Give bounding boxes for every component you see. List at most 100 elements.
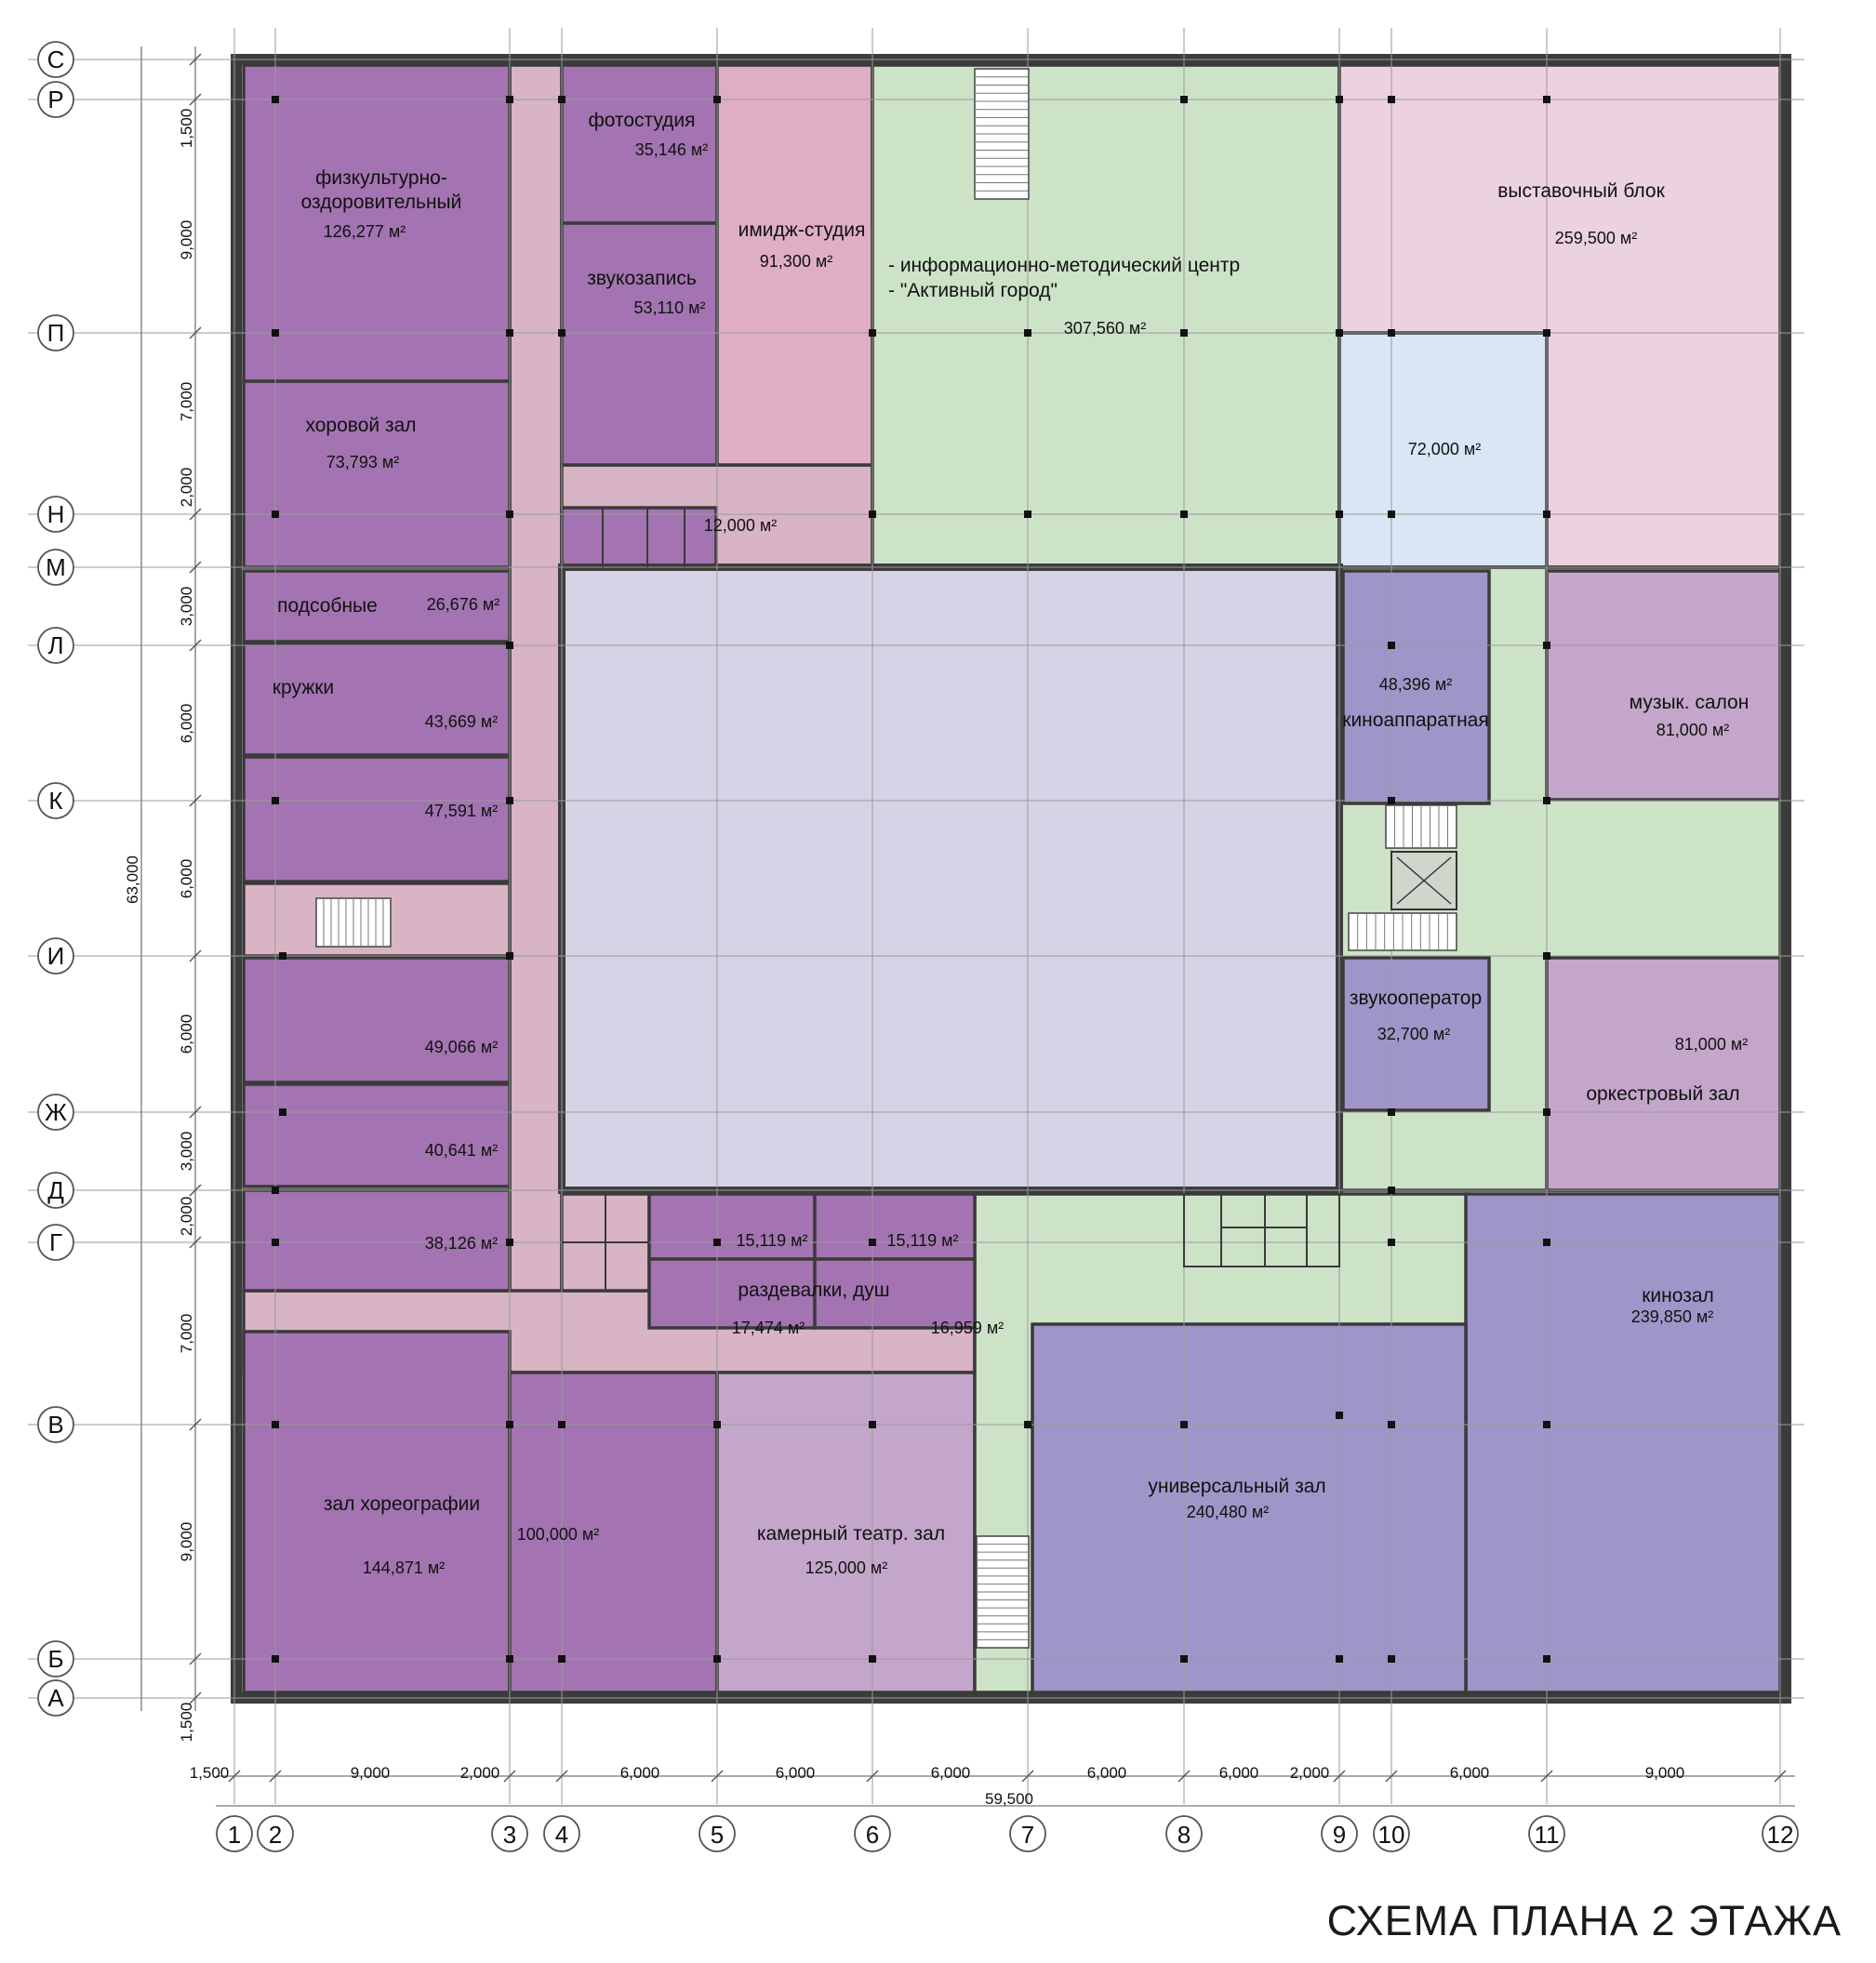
column-marker xyxy=(869,1239,876,1246)
room-orchestra xyxy=(1545,956,1782,1192)
column-marker xyxy=(1024,1421,1031,1428)
axis-label-x: 4 xyxy=(555,1821,568,1849)
axis-label-y: В xyxy=(47,1411,63,1439)
dim-label-x: 6,000 xyxy=(620,1764,660,1782)
dim-label-y: 9,000 xyxy=(178,1522,195,1562)
column-marker xyxy=(506,952,513,960)
grid-lines xyxy=(28,28,1804,1804)
room-music xyxy=(1545,569,1782,802)
room-choir xyxy=(242,379,512,569)
axis-bubble-y: Н xyxy=(37,496,74,533)
plan-title: СХЕМА ПЛАНА 2 ЭТАЖА xyxy=(1326,1897,1842,1944)
label-photo-area: 35,146 м² xyxy=(635,140,708,159)
dim-tick xyxy=(189,794,202,807)
label-utility-area: 26,676 м² xyxy=(427,595,499,614)
dim-tick xyxy=(866,1770,879,1783)
dim-label-y: 7,000 xyxy=(178,1314,195,1354)
column-marker xyxy=(506,96,513,103)
dim-label-y: 9,000 xyxy=(178,220,195,260)
room-fitness xyxy=(242,63,512,383)
column-marker xyxy=(1024,329,1031,337)
label-clubs-name1: кружки xyxy=(273,677,334,698)
column-marker xyxy=(1388,96,1395,103)
column-marker xyxy=(1336,329,1343,337)
label-change-a-area: 15,119 м² xyxy=(736,1231,807,1250)
dim-tick xyxy=(189,1236,202,1249)
dim-tick xyxy=(1021,1770,1034,1783)
axis-bubble-y: М xyxy=(37,549,74,586)
dim-tick xyxy=(189,93,202,106)
dim-tick xyxy=(189,326,202,339)
room-image xyxy=(715,63,874,467)
stair-left xyxy=(315,897,392,948)
axis-label-y: С xyxy=(47,46,65,73)
axis-bubble-y: Д xyxy=(37,1172,74,1209)
axis-label-x: 5 xyxy=(711,1821,724,1849)
column-marker xyxy=(1388,797,1395,804)
column-marker xyxy=(506,642,513,649)
column-marker xyxy=(1388,1187,1395,1194)
room-change-d xyxy=(813,1257,977,1330)
label-sound-rec-area: 53,110 м² xyxy=(633,298,705,317)
column-marker xyxy=(869,1655,876,1663)
axis-label-x: 6 xyxy=(866,1821,879,1849)
column-marker xyxy=(558,1421,565,1428)
room-room-k xyxy=(242,755,512,883)
dim-label-x: 6,000 xyxy=(931,1764,971,1782)
axis-label-y: Р xyxy=(47,86,63,113)
column-marker xyxy=(272,1421,279,1428)
label-projection-area: 48,396 м² xyxy=(1379,675,1452,694)
column-marker xyxy=(506,797,513,804)
room-room-g xyxy=(242,1188,512,1293)
axis-label-x: 10 xyxy=(1378,1821,1405,1849)
column-marker xyxy=(506,1239,513,1246)
label-music-area: 81,000 м² xyxy=(1656,721,1729,739)
dim-label-y: 3,000 xyxy=(178,587,195,627)
elevator-shaft xyxy=(1390,851,1457,910)
room-info xyxy=(871,63,1341,569)
dim-tick xyxy=(555,1770,568,1783)
axis-bubble-x: 12 xyxy=(1762,1815,1799,1852)
room-universal xyxy=(1031,1322,1468,1694)
column-marker xyxy=(272,1239,279,1246)
label-projection-name1: киноаппаратная xyxy=(1342,710,1488,731)
dim-label-y: 7,000 xyxy=(178,382,195,422)
axis-label-y: М xyxy=(46,553,66,581)
dim-label-y: 6,000 xyxy=(178,704,195,744)
axis-label-y: К xyxy=(48,787,62,815)
axis-bubble-x: 5 xyxy=(699,1815,736,1852)
dim-label-y: 6,000 xyxy=(178,859,195,899)
axis-bubble-y: Л xyxy=(37,627,74,664)
label-universal-name1: универсальный зал xyxy=(1148,1476,1325,1497)
label-change-d-area: 16,959 м² xyxy=(931,1319,1004,1337)
column-marker xyxy=(272,329,279,337)
axis-bubble-y: И xyxy=(37,937,74,975)
column-marker xyxy=(1543,1108,1550,1116)
axis-bubble-x: 7 xyxy=(1009,1815,1046,1852)
label-utility-name1: подсобные xyxy=(277,595,378,617)
label-fitness-area: 126,277 м² xyxy=(324,222,406,241)
dim-tick xyxy=(189,639,202,652)
column-marker xyxy=(1388,642,1395,649)
label-small-12-area: 12,000 м² xyxy=(704,516,777,535)
column-marker xyxy=(1336,96,1343,103)
label-chamber-name1: камерный театр. зал xyxy=(757,1523,945,1545)
label-changing-name1: раздевалки, душ xyxy=(738,1280,889,1301)
axis-label-x: 1 xyxy=(228,1821,241,1849)
axis-label-x: 3 xyxy=(503,1821,516,1849)
axis-label-y: Н xyxy=(47,500,65,528)
dim-tick xyxy=(189,1418,202,1431)
label-room-g-area: 38,126 м² xyxy=(425,1234,498,1253)
dim-tick xyxy=(711,1770,724,1783)
axis-bubble-x: 9 xyxy=(1321,1815,1358,1852)
room-center-void xyxy=(560,565,1341,1192)
axis-bubble-x: 3 xyxy=(491,1815,528,1852)
column-marker xyxy=(1543,1421,1550,1428)
column-marker xyxy=(1180,511,1188,518)
column-marker xyxy=(279,1108,286,1116)
label-room-100-area: 100,000 м² xyxy=(517,1525,599,1544)
dim-label-x: 2,000 xyxy=(1290,1764,1330,1782)
label-cinema-name1: кинозал xyxy=(1642,1285,1714,1306)
label-cinema-area: 239,850 м² xyxy=(1631,1307,1713,1326)
